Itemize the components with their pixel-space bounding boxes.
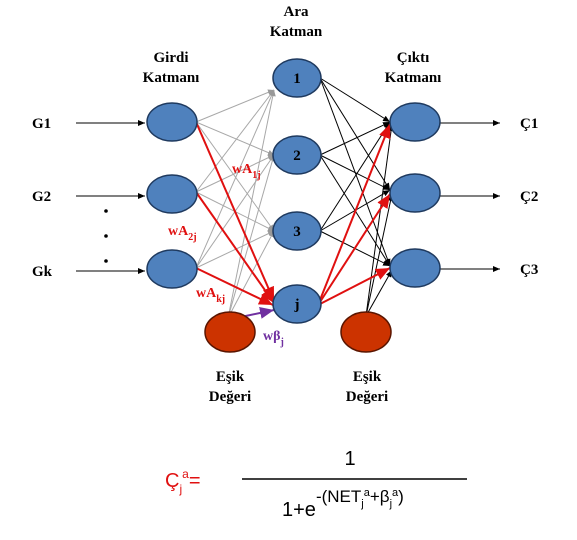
input-label-gk: Gk [32, 264, 53, 280]
output-label-c3: Ç3 [520, 262, 538, 278]
output-label-c1: Ç1 [520, 116, 538, 132]
output-layer-title-2: Katmanı [385, 70, 442, 86]
input-node-1 [146, 102, 198, 142]
output-node-1 [389, 102, 441, 142]
hidden-node-j-label: j [294, 297, 300, 313]
hidden-node-3 [272, 211, 322, 251]
input-label-g2: G2 [32, 189, 51, 205]
formula-numerator: 1 [344, 448, 355, 470]
hidden-node-3-label: 3 [293, 224, 301, 240]
hidden-j-red-connections [195, 121, 391, 306]
weight-label-bias-j: wβj [263, 329, 284, 348]
hidden-node-2 [272, 135, 322, 175]
formula-lhs: Çja= [165, 467, 201, 496]
input-to-hidden-gray-connections [195, 89, 276, 319]
bias-label-left-1: Eşik [216, 369, 245, 385]
output-label-c2: Ç2 [520, 189, 538, 205]
hidden-node-1-label: 1 [293, 71, 301, 87]
weight-label-kj: wAkj [196, 286, 225, 305]
bias-label-left-2: Değeri [209, 389, 251, 405]
output-node-3 [389, 248, 441, 288]
output-layer-title-1: Çıktı [397, 50, 430, 66]
hidden-node-j [272, 284, 322, 324]
input-node-k [146, 249, 198, 289]
bias-label-right-2: Değeri [346, 389, 388, 405]
output-node-2 [389, 173, 441, 213]
weight-label-1j: wA1j [232, 162, 261, 181]
input-label-g1: G1 [32, 116, 51, 132]
hidden-layer-title-2: Katman [270, 24, 323, 40]
bias-node-right [340, 311, 392, 353]
input-arrows [76, 120, 145, 274]
bias-node-left [204, 311, 256, 353]
output-arrows [440, 120, 500, 272]
bias-label-right-1: Eşik [353, 369, 382, 385]
input-node-2 [146, 174, 198, 214]
ellipsis-dots [104, 209, 108, 263]
weight-label-2j: wA2j [168, 224, 197, 243]
hidden-layer-title-1: Ara [284, 4, 309, 20]
input-layer-title-2: Katmanı [143, 70, 200, 86]
hidden-node-2-label: 2 [293, 148, 301, 164]
input-layer-title-1: Girdi [153, 50, 188, 66]
hidden-node-1 [272, 58, 322, 98]
formula-denominator: 1+e-(NETja+βja) [282, 487, 404, 521]
hidden-to-output-black-connections [319, 77, 395, 317]
